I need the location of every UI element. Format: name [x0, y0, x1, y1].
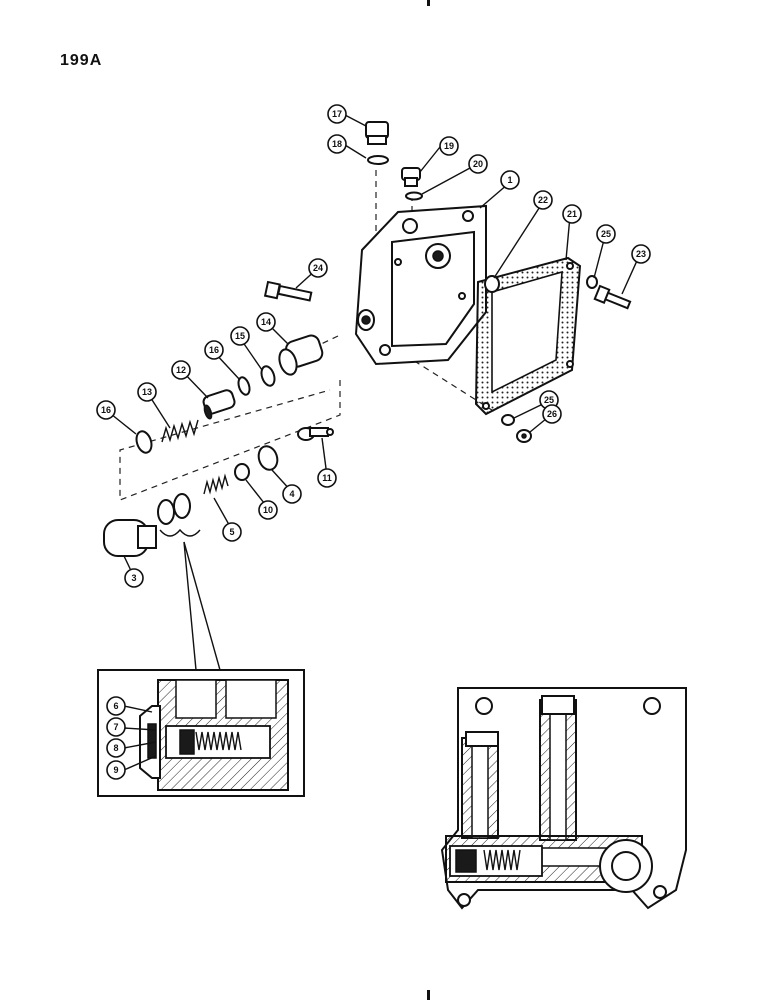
callout-15: 15: [230, 326, 250, 346]
svg-text:5: 5: [229, 527, 234, 537]
callout-16-lower: 16: [96, 400, 116, 420]
svg-text:25: 25: [544, 395, 554, 405]
svg-text:16: 16: [209, 345, 219, 355]
page-number: 199A: [60, 52, 103, 69]
sleeve-14: [278, 334, 324, 376]
o-ring-4: [257, 445, 279, 471]
exploded-view: [103, 121, 632, 671]
callout-17: 17: [327, 104, 347, 124]
callout-10: 10: [258, 500, 278, 520]
bolt-24: [263, 280, 313, 302]
callout-6: 6: [106, 696, 126, 716]
callout-8: 8: [106, 738, 126, 758]
callout-25-top: 25: [596, 224, 616, 244]
plug-17: [365, 121, 389, 145]
svg-text:23: 23: [636, 249, 646, 259]
svg-text:14: 14: [261, 317, 271, 327]
callout-18: 18: [327, 134, 347, 154]
o-ring-20: [405, 191, 423, 201]
svg-text:3: 3: [131, 573, 136, 583]
spring-5: [203, 473, 229, 495]
bolt-23: [593, 284, 632, 310]
callout-11: 11: [317, 468, 337, 488]
svg-text:1: 1: [507, 175, 512, 185]
svg-text:22: 22: [538, 195, 548, 205]
callout-22: 22: [533, 190, 553, 210]
svg-text:4: 4: [289, 489, 294, 499]
svg-text:6: 6: [113, 701, 118, 711]
washer-25-top: [586, 275, 598, 289]
svg-text:26: 26: [547, 409, 557, 419]
callout-23: 23: [631, 244, 651, 264]
svg-text:19: 19: [444, 141, 454, 151]
callout-4: 4: [282, 484, 302, 504]
callout-14: 14: [256, 312, 276, 332]
washer-22: [484, 275, 500, 293]
svg-text:8: 8: [113, 743, 118, 753]
spring-13: [161, 419, 199, 443]
svg-text:7: 7: [113, 722, 118, 732]
callout-5: 5: [222, 522, 242, 542]
svg-text:16: 16: [101, 405, 111, 415]
callout-12: 12: [171, 360, 191, 380]
svg-text:12: 12: [176, 365, 186, 375]
svg-text:10: 10: [263, 505, 273, 515]
svg-text:24: 24: [313, 263, 323, 273]
svg-text:13: 13: [142, 387, 152, 397]
svg-text:20: 20: [473, 159, 483, 169]
washer-25-bottom: [501, 414, 515, 426]
poppet-11: [297, 427, 334, 441]
svg-text:11: 11: [322, 473, 332, 483]
svg-text:17: 17: [332, 109, 342, 119]
callout-19: 19: [439, 136, 459, 156]
callout-13: 13: [137, 382, 157, 402]
plug-19: [401, 167, 421, 187]
svg-text:9: 9: [113, 765, 118, 775]
seat-10: [234, 463, 250, 481]
svg-text:15: 15: [235, 331, 245, 341]
valve-housing-1: [354, 204, 487, 366]
plug-3: [103, 519, 157, 557]
ring-16-upper: [237, 376, 251, 396]
ring-15: [260, 365, 276, 387]
inset-detail: [97, 669, 305, 797]
piston-12: [202, 389, 236, 420]
shim-a: [157, 499, 175, 525]
nut-26: [516, 429, 532, 443]
callout-1: 1: [500, 170, 520, 190]
callout-20: 20: [468, 154, 488, 174]
section-view: [440, 687, 687, 910]
callout-9: 9: [106, 760, 126, 780]
ring-16-lower: [135, 430, 153, 454]
svg-text:21: 21: [567, 209, 577, 219]
svg-text:25: 25: [601, 229, 611, 239]
callout-26: 26: [542, 404, 562, 424]
bottom-edge-mark: [427, 990, 430, 1000]
o-ring-18: [367, 155, 389, 165]
gasket-21: [474, 256, 582, 416]
callout-21: 21: [562, 204, 582, 224]
svg-text:18: 18: [332, 139, 342, 149]
top-edge-mark: [427, 0, 430, 6]
shim-b: [173, 493, 191, 519]
callout-3: 3: [124, 568, 144, 588]
callout-7: 7: [106, 717, 126, 737]
callout-24: 24: [308, 258, 328, 278]
callout-16-upper: 16: [204, 340, 224, 360]
